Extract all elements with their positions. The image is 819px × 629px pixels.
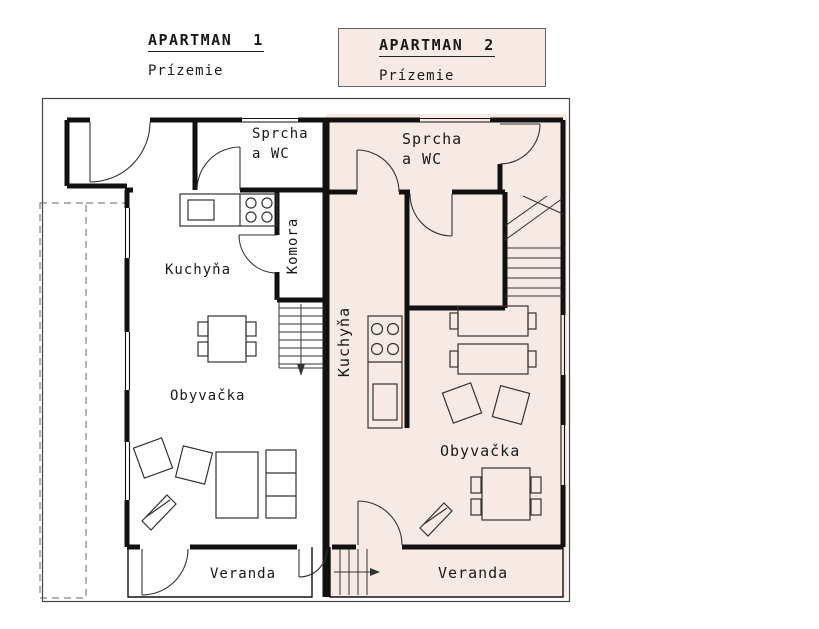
door-arc: [238, 234, 278, 274]
door-arc: [196, 146, 241, 191]
dining-table: [449, 305, 537, 337]
room-label-veranda-2: Veranda: [438, 564, 508, 582]
room-label-obyvacka-1: Obyvačka: [170, 388, 245, 404]
apartman2-doors: [356, 123, 541, 546]
room-label-kuchyna-2: Kuchyňa: [335, 307, 353, 377]
kitchen-counter: [367, 315, 403, 429]
stove-icon: [245, 197, 273, 223]
room-label-veranda-1: Veranda: [210, 566, 276, 582]
apartman1-furniture: [132, 193, 297, 531]
room-label-sprcha-2: Sprcha: [402, 130, 462, 148]
door-arc: [356, 149, 400, 193]
plan-border: [41, 97, 571, 603]
sink: [372, 383, 398, 421]
door-arc: [499, 123, 541, 165]
apartman2-labels: Sprcha a WC Kuchyňa Obyvačka Veranda: [335, 130, 520, 582]
coffee-table: [215, 451, 259, 519]
arrow-head-icon: [370, 568, 380, 576]
kitchen-counter: [179, 193, 278, 227]
apartman2-title: APARTMAN 2: [379, 36, 495, 57]
apartman2-veranda-steps: [334, 549, 380, 595]
apartman2-stairs: [504, 195, 564, 297]
apartman1-title: APARTMAN 1: [148, 31, 264, 52]
room-label-kuchyna-1: Kuchyňa: [165, 262, 231, 278]
apartman2-header: APARTMAN 2 Prízemie: [338, 28, 546, 87]
apartman2-furniture: [367, 305, 542, 537]
armchair: [132, 437, 174, 479]
stove-icon: [370, 322, 400, 356]
sink: [187, 199, 215, 221]
apartman2-windows: [420, 117, 566, 485]
apartman1-windows: [124, 117, 298, 500]
apartman1-subtitle: Prízemie: [148, 63, 224, 79]
door-arc: [89, 121, 151, 183]
apartman2-veranda-outline: [329, 547, 564, 598]
room-label-sprcha-2-line2: a WC: [402, 150, 442, 168]
tv-icon: [141, 494, 177, 531]
apartman2-subtitle: Prízemie: [379, 68, 455, 84]
apartman1-walls: [64, 117, 326, 550]
table-with-chairs: [470, 467, 542, 521]
door-arc: [141, 548, 189, 596]
apartman1-stairs: [278, 302, 324, 376]
apartman1-veranda-outline: [127, 547, 313, 598]
door-arc: [298, 548, 328, 578]
arrow-head-icon: [297, 364, 305, 376]
apartman1-header: APARTMAN 1 Prízemie: [148, 30, 264, 79]
armchair: [174, 445, 214, 485]
apartman1-doors: [89, 121, 328, 596]
room-label-komora-1: Komora: [285, 218, 301, 275]
tv-icon: [419, 502, 453, 537]
apartman2-area: [326, 114, 567, 597]
door-arc: [357, 500, 403, 546]
property-dashed-outline: [39, 202, 125, 599]
armchair: [441, 382, 483, 424]
armchair: [491, 384, 531, 426]
apartman1-labels: Sprcha a WC Kuchyňa Komora Obyvačka Vera…: [165, 126, 309, 582]
room-label-obyvacka-2: Obyvačka: [440, 442, 520, 460]
room-label-sprcha-1-line2: a WC: [252, 146, 290, 162]
sofa-unit: [265, 449, 297, 519]
door-arc: [409, 193, 453, 237]
kitchen-table: [197, 315, 257, 363]
dining-table: [449, 343, 537, 375]
apartman2-walls: [326, 117, 566, 550]
room-label-sprcha-1: Sprcha: [252, 126, 309, 142]
